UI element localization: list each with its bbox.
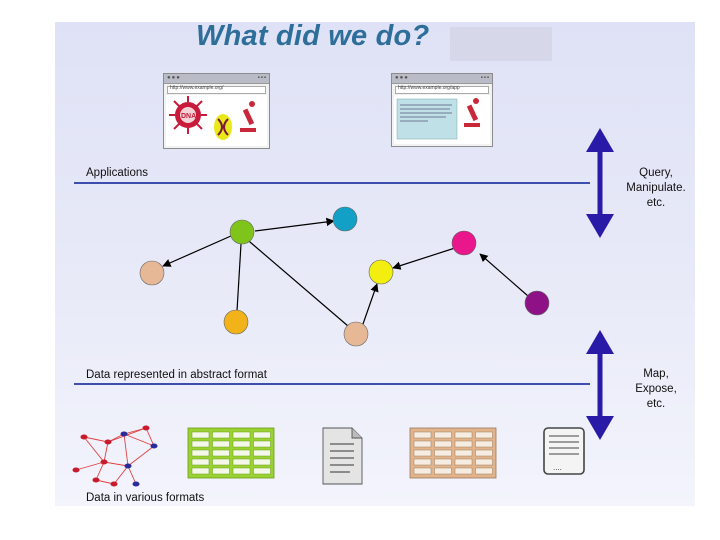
node-peach [139, 260, 165, 286]
browser-window-left: ●●● ▪▪▪ http://www.example.org/ DNA [163, 73, 270, 149]
table-cell [454, 440, 473, 448]
browser-page [394, 95, 490, 144]
browser-window-right: ●●● ▪▪▪ http://www.example.org/app [391, 73, 493, 147]
edge [254, 217, 335, 232]
table-cell [434, 431, 452, 439]
graph-edges [162, 217, 529, 327]
address-bar: http://www.example.org/ [167, 85, 266, 94]
table-cell [212, 449, 230, 457]
svg-text:....: .... [553, 463, 562, 472]
table-cell [191, 467, 210, 475]
applications-divider [74, 182, 590, 184]
table-cell [253, 431, 271, 439]
node-green [229, 219, 255, 245]
tan-table-icon [409, 427, 497, 479]
window-dots-icon: ●●● [167, 75, 181, 81]
svg-text:DNA: DNA [181, 113, 196, 120]
title-highlight-box [450, 27, 552, 61]
table-cell [413, 467, 432, 475]
applications-label: Applications [86, 167, 149, 179]
browser-page: DNA [166, 95, 267, 146]
window-controls-icon: ▪▪▪ [480, 75, 490, 81]
map-expose-label: Map, Expose, etc. [635, 368, 677, 410]
edge [241, 233, 349, 327]
node-peach-2 [343, 321, 369, 347]
table-cell [212, 467, 230, 475]
map-double-arrow [586, 330, 614, 440]
table-cell [253, 467, 271, 475]
browser-titlebar: ●●● ▪▪▪ [164, 74, 269, 84]
node-yellow [368, 259, 394, 285]
various-formats-label: Data in various formats [86, 492, 205, 504]
table-cell [475, 467, 493, 475]
table-cell [232, 467, 251, 475]
table-cell [413, 431, 432, 439]
table-cell [413, 458, 432, 466]
node-magenta [451, 230, 477, 256]
microscope-icon [240, 101, 256, 132]
table-cell [413, 449, 432, 457]
edge [392, 247, 456, 270]
table-cell [253, 440, 271, 448]
slide-title: What did we do? [196, 20, 430, 52]
address-bar: http://www.example.org/app [395, 85, 489, 94]
table-cell [454, 458, 473, 466]
table-cell [434, 467, 452, 475]
dna-microscope-illustration: DNA [169, 96, 256, 140]
table-cell [434, 440, 452, 448]
node-purple [524, 290, 550, 316]
table-cell [475, 431, 493, 439]
table-cell [454, 431, 473, 439]
table-cell [475, 458, 493, 466]
document-icon [322, 427, 363, 485]
gene-icon [214, 114, 232, 140]
abstract-format-label: Data represented in abstract format [86, 369, 267, 381]
table-cell [191, 440, 210, 448]
table-cell [454, 467, 473, 475]
query-manipulate-label: Query, Manipulate. etc. [626, 167, 686, 209]
app-illustration [396, 98, 480, 140]
query-double-arrow [586, 128, 614, 238]
table-cell [191, 431, 210, 439]
table-cell [191, 458, 210, 466]
window-dots-icon: ●●● [395, 75, 409, 81]
node-cyan [332, 206, 358, 232]
node-orange [223, 309, 249, 335]
table-cell [253, 449, 271, 457]
microscope-icon [464, 98, 480, 127]
table-cell [475, 449, 493, 457]
table-cell [232, 449, 251, 457]
table-cell [232, 458, 251, 466]
dna-icon: DNA [169, 96, 207, 134]
window-controls-icon: ▪▪▪ [257, 75, 267, 81]
table-cell [212, 431, 230, 439]
edge [162, 231, 241, 267]
browser-titlebar: ●●● ▪▪▪ [392, 74, 492, 84]
database-icon: .... [543, 427, 585, 475]
table-cell [253, 458, 271, 466]
abstract-format-divider [74, 383, 590, 385]
edge [236, 236, 246, 312]
edge [362, 283, 379, 325]
table-cell [232, 440, 251, 448]
edge [479, 253, 529, 297]
table-cell [475, 440, 493, 448]
table-cell [434, 449, 452, 457]
table-cell [434, 458, 452, 466]
graph-icon [72, 425, 158, 487]
table-cell [191, 449, 210, 457]
table-cell [212, 458, 230, 466]
table-cell [413, 440, 432, 448]
green-table-icon [187, 427, 275, 479]
table-cell [454, 449, 473, 457]
table-cell [212, 440, 230, 448]
table-cell [232, 431, 251, 439]
